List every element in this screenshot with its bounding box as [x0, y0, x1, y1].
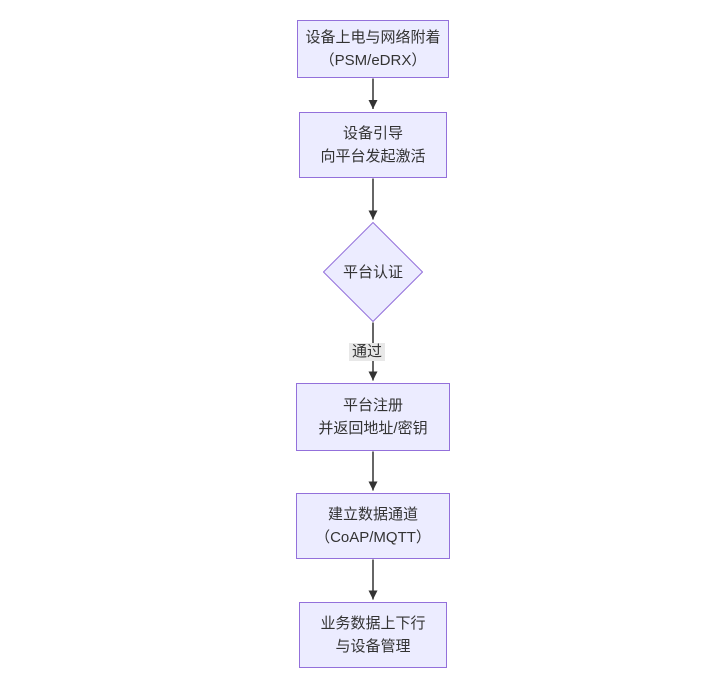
node-data-channel: 建立数据通道 （CoAP/MQTT）: [296, 493, 450, 559]
node-platform-auth-line-1: 平台认证: [342, 263, 403, 281]
edge-label-pass: 通过: [348, 343, 386, 361]
node-power-attach-line-1: 设备上电与网络附着: [305, 29, 441, 46]
node-business-data-line-2: 与设备管理: [335, 638, 411, 655]
node-business-data-line-1: 业务数据上下行: [320, 615, 426, 632]
node-data-channel-line-2: （CoAP/MQTT）: [315, 529, 431, 546]
node-register-line-2: 并返回地址/密钥: [318, 420, 428, 437]
node-business-data: 业务数据上下行 与设备管理: [299, 602, 447, 668]
node-bootstrap: 设备引导 向平台发起激活: [299, 112, 447, 178]
diamond-shape: [323, 222, 423, 322]
node-bootstrap-line-1: 设备引导: [342, 125, 403, 142]
node-register: 平台注册 并返回地址/密钥: [296, 383, 450, 451]
node-power-attach: 设备上电与网络附着 （PSM/eDRX）: [297, 20, 449, 78]
node-platform-auth: 平台认证: [323, 222, 423, 322]
node-data-channel-line-1: 建立数据通道: [327, 506, 418, 523]
node-power-attach-line-2: （PSM/eDRX）: [319, 52, 427, 69]
node-register-line-1: 平台注册: [342, 397, 403, 414]
node-bootstrap-line-2: 向平台发起激活: [320, 148, 426, 165]
